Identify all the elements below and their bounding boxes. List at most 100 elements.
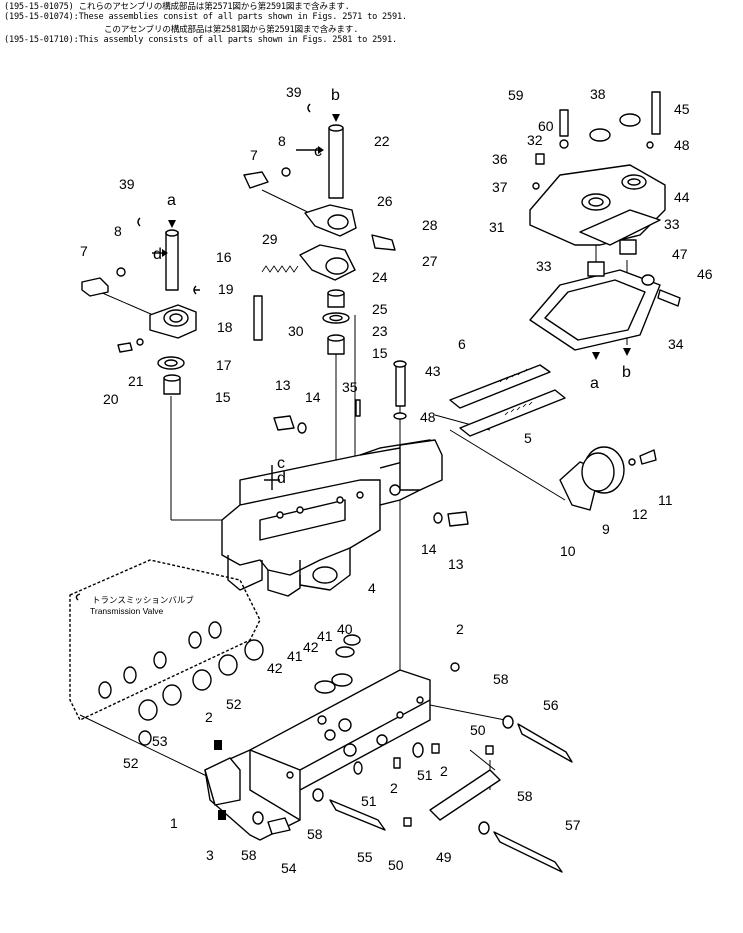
header-code-1: (195-15-01075) — [4, 2, 74, 12]
callout-40: 40 — [337, 621, 353, 637]
callout-19: 19 — [218, 281, 234, 297]
part-46-bolt — [657, 289, 681, 307]
part-20-bolt — [117, 342, 133, 353]
ref-d-mid: d — [277, 470, 286, 487]
part-58d-oring — [502, 715, 514, 729]
center-shaft-assembly — [243, 103, 396, 355]
callout-45: 45 — [674, 101, 690, 117]
callout-50b: 50 — [388, 857, 404, 873]
ref-b-top: b — [331, 87, 340, 104]
callout-13a: 13 — [275, 377, 291, 393]
part-6-spool — [449, 364, 551, 409]
callout-9: 9 — [602, 521, 610, 537]
callout-33a: 33 — [664, 216, 680, 232]
callout-30: 30 — [288, 323, 304, 339]
orings-52 — [138, 639, 264, 746]
header-line-4: (195-15-01710):This assembly consists of… — [4, 35, 397, 45]
callout-15b: 15 — [372, 345, 388, 361]
part-57-bolt — [493, 831, 563, 873]
callout-2a: 2 — [456, 621, 464, 637]
header-line-3: このアセンブリの構成部品は第2581図から第2591図まで含みます. — [104, 25, 358, 35]
part-14b-oring — [433, 512, 443, 524]
part-41b — [331, 673, 353, 687]
header-code-4: (195-15-01710) — [4, 35, 74, 45]
part-30-pin — [253, 295, 263, 341]
callout-31: 31 — [489, 219, 505, 235]
part-27-bolt — [371, 234, 396, 251]
callout-47: 47 — [672, 246, 688, 262]
part-2d-plug — [431, 743, 440, 754]
part-59-bolt — [559, 109, 569, 137]
callout-32: 32 — [527, 132, 543, 148]
part-39-pin — [307, 103, 311, 113]
part-50-plug — [403, 817, 412, 827]
callout-17: 17 — [216, 357, 232, 373]
part-34-gasket — [529, 269, 661, 351]
callout-54: 54 — [281, 860, 297, 876]
part-8b-washer — [281, 167, 291, 177]
callout-23: 23 — [372, 323, 388, 339]
ref-a-bottom: a — [590, 375, 599, 392]
callout-57: 57 — [565, 817, 581, 833]
spools — [449, 364, 566, 437]
part-40 — [343, 634, 361, 646]
part-21-washer — [136, 338, 144, 346]
transmission-valve-jp: トランスミッションバルブ — [92, 595, 194, 605]
callout-18: 18 — [217, 319, 233, 335]
callout-20: 20 — [103, 391, 119, 407]
callout-26: 26 — [377, 193, 393, 209]
part-11-bolt — [639, 449, 657, 465]
part-4-valve-body — [221, 439, 443, 597]
part-2-plug — [214, 740, 222, 750]
part-12-washer — [628, 458, 636, 466]
callout-16: 16 — [216, 249, 232, 265]
callout-53: 53 — [152, 733, 168, 749]
callout-5: 5 — [524, 430, 532, 446]
ref-c-mid: c — [277, 455, 285, 472]
part-22-shaft — [328, 127, 344, 199]
left-shaft-assembly — [81, 217, 200, 395]
callout-39b: 39 — [119, 176, 135, 192]
part-37-washer — [532, 182, 540, 190]
transmission-valve-outline — [69, 559, 261, 721]
part-13b-bolt — [447, 511, 469, 527]
callout-14b: 14 — [421, 541, 437, 557]
callout-51b: 51 — [361, 793, 377, 809]
part-32-washer — [559, 139, 569, 149]
part-7b-clip — [243, 171, 269, 189]
callout-7b: 7 — [80, 243, 88, 259]
lower-small-parts — [214, 634, 573, 873]
callout-22: 22 — [374, 133, 390, 149]
callout-labels: 1 2 2 2 2 3 4 5 6 7 7 8 8 9 10 11 12 13 … — [80, 84, 713, 876]
callout-48a: 48 — [420, 409, 436, 425]
part-48b-washer — [646, 141, 654, 149]
callout-41a: 41 — [317, 628, 333, 644]
callout-1: 1 — [170, 815, 178, 831]
callout-36: 36 — [492, 151, 508, 167]
callout-2d: 2 — [440, 763, 448, 779]
part-49-plate — [429, 769, 501, 821]
part-5-spool — [459, 389, 566, 437]
callout-4: 4 — [368, 580, 376, 596]
header-line-1: (195-15-01075) これらのアセンブリの構成部品は第2571図から第2… — [4, 2, 350, 12]
part-47-nut — [641, 274, 655, 286]
part-35-pin — [355, 399, 361, 417]
callout-34: 34 — [668, 336, 684, 352]
reference-letters: a b c d a b c d — [153, 87, 631, 487]
part-33b-bushing — [619, 239, 637, 255]
part-3-plug — [218, 810, 226, 820]
callout-8a: 8 — [278, 133, 286, 149]
part-41 — [335, 646, 355, 658]
callout-38: 38 — [590, 86, 606, 102]
callout-33b: 33 — [536, 258, 552, 274]
part-58c-oring — [478, 821, 490, 835]
callout-12: 12 — [632, 506, 648, 522]
callout-10: 10 — [560, 543, 576, 559]
header-line-2: (195-15-01074):These assemblies consist … — [4, 12, 407, 22]
callout-58d: 58 — [241, 847, 257, 863]
callout-35: 35 — [342, 379, 358, 395]
direction-arrows — [168, 114, 631, 360]
part-54-bolt — [267, 817, 291, 835]
part-7-clip — [81, 277, 109, 297]
